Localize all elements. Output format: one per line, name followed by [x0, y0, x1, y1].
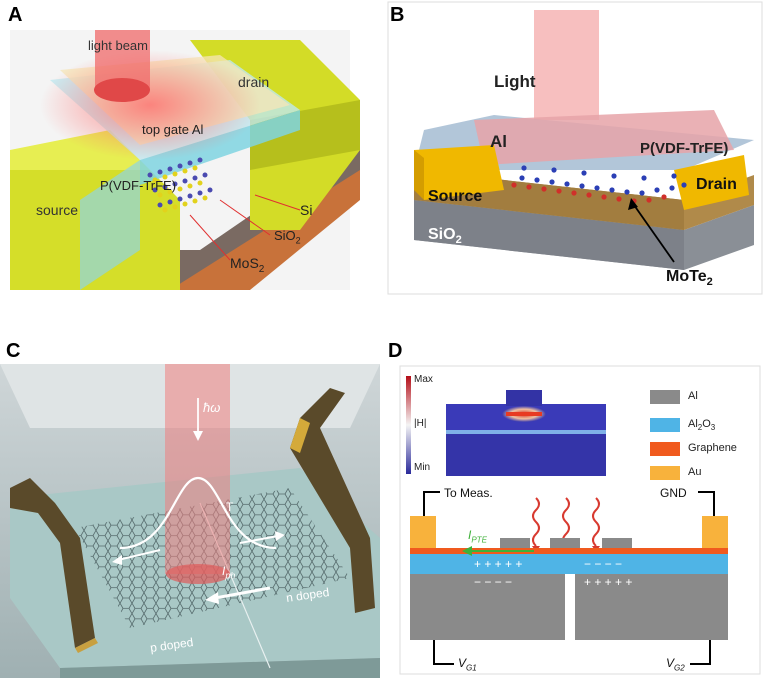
vg1-label: VG1 [458, 656, 477, 672]
legend-graphene-label: Graphene [688, 442, 737, 454]
sio2-label: SiO2 [274, 228, 301, 246]
plus-charges-right: + + + + + [584, 575, 633, 589]
minus-charges-left: − − − − [474, 575, 513, 589]
ferroelectric-label-b: P(VDF-TrFE) [640, 140, 729, 157]
mos2-label: MoS2 [230, 255, 264, 275]
si-label: Si [300, 202, 313, 218]
al-label: Al [490, 132, 507, 151]
top-gate-label: top gate Al [142, 122, 204, 137]
panel-a-illustration [10, 30, 360, 290]
panel-b: B Light Al P(VDF-TrFE) Source Drain SiO2… [384, 0, 768, 300]
plus-charges-left: + + + + + [474, 557, 523, 571]
photocurrent-text: I [222, 564, 226, 578]
panel-d: D Max |H| Min Al Al2O3 Graphene Au To Me… [384, 338, 768, 678]
photocurrent-subscript: ph [225, 570, 236, 581]
silicon-label: Silicon [428, 256, 481, 273]
ferroelectric-label: P(VDF-TrFE) [100, 178, 177, 193]
mos2-text: MoS [230, 255, 259, 271]
source-label: source [36, 202, 79, 218]
panel-c: C ħω T Iph n doped p doped [0, 338, 380, 678]
legend-al2o3-label: Al2O3 [688, 418, 715, 432]
mos2-subscript: 2 [258, 263, 265, 275]
sio2-text-b: SiO [428, 226, 456, 243]
legend-al-label: Al [688, 390, 698, 402]
legend-al2o3-text: Al [688, 418, 698, 430]
mote2-text: MoTe [666, 268, 707, 285]
colorbar-max-label: Max [414, 374, 433, 385]
sio2-text: SiO [274, 228, 296, 243]
vg1-subscript: G1 [466, 663, 477, 673]
ipte-subscript: PTE [471, 535, 487, 545]
panel-c-label: C [6, 340, 21, 362]
drain-label: drain [238, 74, 270, 90]
legend-al2o3-sub2: 3 [710, 423, 716, 433]
colorbar-min-label: Min [414, 462, 431, 473]
photon-energy-label: ħω [203, 400, 221, 415]
panel-a: A light beam drain top gate Al P(VDF-TrF… [0, 0, 370, 300]
light-label: Light [494, 72, 536, 91]
legend-al2o3-sub1: 2 [697, 423, 703, 433]
panel-d-label: D [388, 340, 403, 362]
photocurrent-label: Iph [222, 564, 235, 580]
panel-b-label: B [390, 4, 405, 26]
minus-charges-right: − − − − [584, 557, 623, 571]
legend-al2o3-text2: O [702, 418, 711, 430]
mote2-subscript: 2 [706, 276, 713, 289]
vg2-label: VG2 [666, 656, 685, 672]
vg1-text: V [458, 656, 467, 670]
light-beam-label: light beam [88, 38, 148, 53]
drain-label-b: Drain [696, 176, 737, 193]
temperature-label: T [226, 500, 234, 514]
colorbar-field-label: |H| [414, 418, 427, 429]
ipte-text: I [468, 528, 472, 542]
source-label-b: Source [428, 188, 483, 205]
sio2-label-b: SiO2 [428, 226, 462, 246]
sio2-subscript: 2 [295, 235, 301, 246]
legend-au-label: Au [688, 466, 702, 478]
gnd-label: GND [660, 486, 687, 500]
panel-b-illustration [387, 1, 763, 295]
panel-d-illustration [399, 365, 761, 675]
sio2-subscript-b: 2 [455, 234, 462, 247]
vg2-text: V [666, 656, 675, 670]
to-meas-label: To Meas. [444, 486, 493, 500]
ipte-label: IPTE [468, 528, 487, 544]
panel-c-illustration [0, 364, 380, 678]
mote2-label: MoTe2 [666, 268, 713, 288]
panel-a-label: A [8, 4, 23, 26]
vg2-subscript: G2 [674, 663, 685, 673]
